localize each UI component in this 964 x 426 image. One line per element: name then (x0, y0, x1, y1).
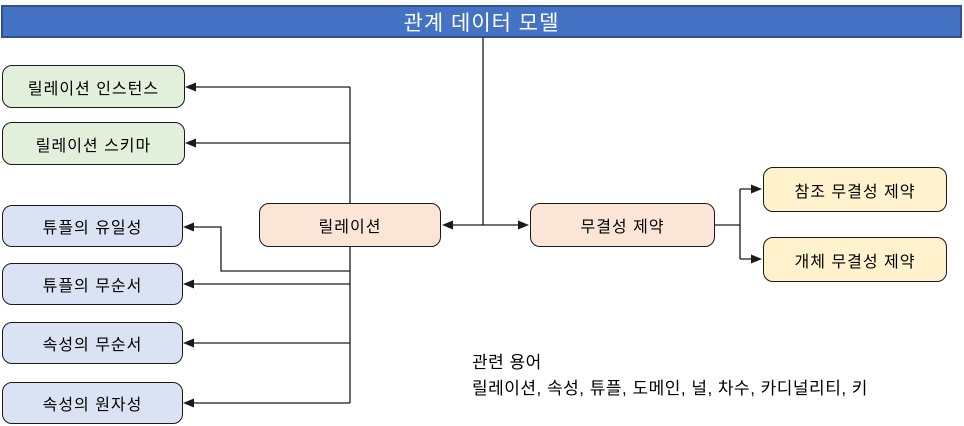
node-label: 개체 무결성 제약 (794, 253, 916, 271)
node-attribute-unordered: 속성의 무순서 (2, 322, 183, 364)
node-label: 속성의 무순서 (42, 337, 143, 354)
arrowhead-blue-2 (183, 279, 194, 289)
node-tuple-uniqueness: 튜플의 유일성 (2, 205, 183, 247)
arrowhead-blue-1 (183, 222, 194, 232)
arrowhead-yellow-2 (751, 254, 762, 264)
node-relation: 릴레이션 (259, 203, 441, 247)
connector-integrity-split (715, 188, 752, 260)
node-label: 무결성 제약 (580, 219, 665, 236)
related-terms-heading: 관련 용어 (472, 353, 542, 372)
node-tuple-unordered: 튜플의 무순서 (2, 263, 183, 305)
node-label: 튜플의 무순서 (42, 278, 143, 295)
arrowhead-into-integrity (518, 220, 529, 230)
arrowhead-into-relation (442, 220, 453, 230)
node-attribute-atomicity: 속성의 원자성 (2, 382, 183, 424)
page-title: 관계 데이터 모델 (403, 11, 560, 35)
connector-to-blue-1 (194, 226, 350, 272)
node-integrity-constraint: 무결성 제약 (530, 203, 715, 247)
arrowhead-yellow-1 (751, 184, 762, 194)
node-label: 속성의 원자성 (42, 397, 143, 414)
arrowhead-blue-3 (183, 338, 194, 348)
node-label: 참조 무결성 제약 (794, 183, 916, 201)
arrowhead-blue-4 (183, 398, 194, 408)
node-label: 릴레이션 (318, 219, 382, 236)
node-label: 튜플의 유일성 (42, 220, 143, 237)
related-terms-list: 릴레이션, 속성, 튜플, 도메인, 널, 차수, 카디널리티, 키 (472, 379, 868, 398)
node-label: 릴레이션 스키마 (35, 137, 152, 155)
related-terms-block: 관련 용어 릴레이션, 속성, 튜플, 도메인, 널, 차수, 카디널리티, 키 (472, 350, 868, 402)
arrowhead-green-2 (185, 138, 196, 148)
node-label: 릴레이션 인스턴스 (27, 80, 160, 98)
node-relation-schema: 릴레이션 스키마 (2, 122, 185, 165)
arrowhead-green-1 (185, 82, 196, 92)
title-bar: 관계 데이터 모델 (1, 5, 962, 38)
node-relation-instance: 릴레이션 인스턴스 (2, 65, 185, 108)
node-entity-integrity: 개체 무결성 제약 (763, 237, 947, 282)
node-referential-integrity: 참조 무결성 제약 (763, 167, 947, 212)
